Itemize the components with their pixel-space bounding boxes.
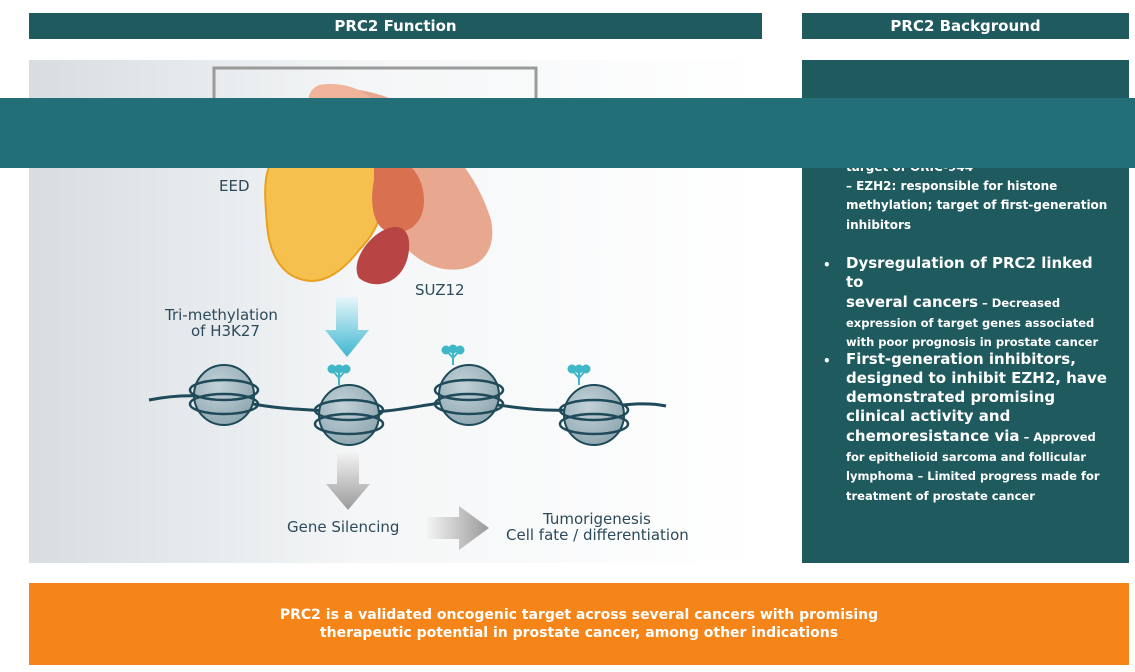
footer-line-2: therapeutic potential in prostate cancer… xyxy=(319,625,839,641)
bullet-2-main-line-1: First-generation inhibitors, xyxy=(846,350,1076,368)
bullet-text-2: First-generation inhibitors, designed to… xyxy=(846,350,1114,506)
bullet-marker-2: • xyxy=(823,354,831,368)
nucleosome-2 xyxy=(313,384,385,446)
footer-line-1: PRC2 is a validated oncogenic target acr… xyxy=(279,607,879,623)
bullet-2-main-line-2: designed to inhibit EZH2, have xyxy=(846,369,1107,387)
suz12-label: SUZ12 xyxy=(415,281,465,299)
ezh2-subunit xyxy=(372,154,424,233)
nucleosome-3 xyxy=(433,364,505,426)
tumorigenesis-label: Tumorigenesis xyxy=(543,510,651,528)
prc2-background-panel: target of ORIC-944 – EZH2: responsible f… xyxy=(802,60,1129,563)
ezh2-line-2: methylation; target of first-generation xyxy=(846,198,1108,212)
bullet-2-sub-line-2: lymphoma – Limited progress made for xyxy=(846,469,1100,483)
eed-label: EED xyxy=(219,177,250,195)
nucleosome-1 xyxy=(188,364,260,426)
bullet-marker-1: • xyxy=(823,258,831,272)
bullet-2-main-line-4: clinical activity and xyxy=(846,407,1011,425)
prc2-background-header: PRC2 Background xyxy=(802,13,1129,39)
bullet-2-main-line-5: chemoresistance via xyxy=(846,427,1020,445)
trimethylation-label-line1: Tri-methylation xyxy=(165,306,278,324)
footer-banner: PRC2 is a validated oncogenic target acr… xyxy=(29,583,1129,665)
bullet-2-sub-line-1: for epithelioid sarcoma and follicular xyxy=(846,449,1087,464)
methyl-mark-2 xyxy=(441,344,465,365)
trimethylation-label-line2: of H3K27 xyxy=(191,322,260,340)
bullet-1-sub-line-1: expression of target genes associated xyxy=(846,315,1095,330)
methyl-mark-1 xyxy=(327,364,351,385)
bullet-1-main-tail: – Decreased xyxy=(978,296,1061,310)
bullet-1-main-line-2-wrap: several cancers – Decreased xyxy=(846,292,1114,314)
tumorigenesis-arrow xyxy=(427,506,489,550)
nucleosome-4 xyxy=(558,384,630,446)
prc2-function-header: PRC2 Function xyxy=(29,13,762,39)
complex-frame xyxy=(212,66,538,98)
bullet-text-1: Dysregulation of PRC2 linked to several … xyxy=(846,254,1114,353)
bullet-2-sub-line-3: treatment of prostate cancer xyxy=(846,488,1035,503)
overlay-banner xyxy=(0,98,1135,168)
bullet-1-main-line-2: several cancers xyxy=(846,293,979,311)
methyl-mark-3 xyxy=(567,364,591,385)
ezh2-line-3: inhibitors xyxy=(846,218,912,232)
bullet-2-main-tail: – Approved xyxy=(1019,430,1096,444)
ezh2-line-1: – EZH2: responsible for histone xyxy=(846,179,1058,193)
gene-silencing-arrow xyxy=(326,452,370,510)
bullet-2-main-line-3: demonstrated promising xyxy=(846,388,1056,406)
trimethylation-arrow xyxy=(325,297,369,357)
bullet-1-main-line-1: Dysregulation of PRC2 linked to xyxy=(846,254,1093,291)
bullet-2-main-line-5-wrap: chemoresistance via – Approved xyxy=(846,426,1114,448)
catalytic-subunit xyxy=(356,226,410,285)
gene-silencing-label: Gene Silencing xyxy=(287,518,400,536)
bullet-1-sub-line-2: with poor prognosis in prostate cancer xyxy=(846,335,1099,349)
cell-fate-label: Cell fate / differentiation xyxy=(506,526,689,544)
